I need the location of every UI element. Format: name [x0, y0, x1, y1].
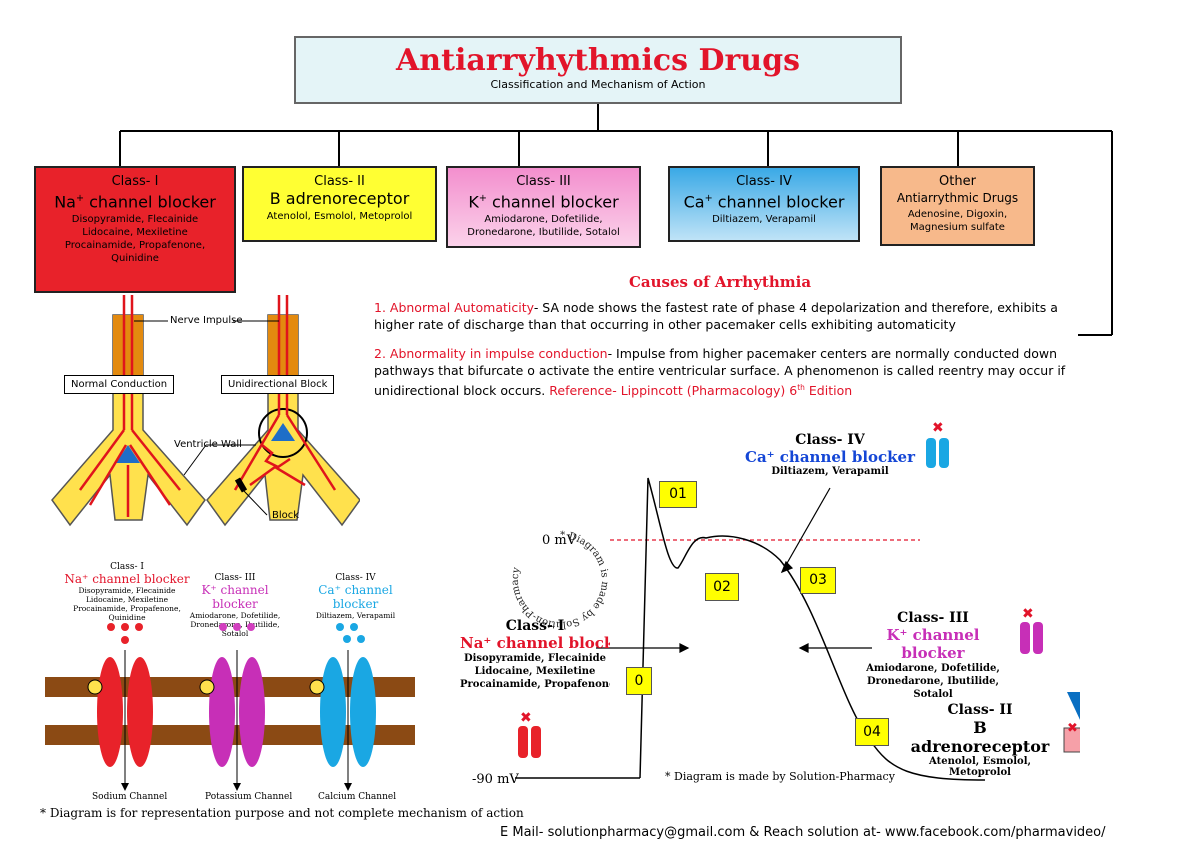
class-2-drugs: Atenolol, Esmolol, Metoprolol: [266, 211, 413, 222]
cause-2-reference: Reference- Lippincott (Pharmacology) 6th…: [549, 383, 853, 399]
channel-class4-label: Class- IV Ca⁺ channel blocker Diltiazem,…: [315, 573, 396, 620]
ventricle-wall-label: Ventricle Wall: [174, 439, 242, 450]
cause-2-text: - Impulse from higher pacemaker centers …: [374, 346, 1066, 399]
svg-text:✖: ✖: [520, 710, 532, 726]
class-other-drugs: Adenosine, Digoxin,Magnesium sulfate: [907, 209, 1008, 233]
class-3-drugs: Amiodarone, Dofetilide,Dronedarone, Ibut…: [467, 214, 620, 239]
channel-class1-label: Class- I Na⁺ channel blocker Disopyramid…: [64, 562, 190, 622]
potassium-channel-label: Potassium Channel: [205, 792, 293, 802]
conduction-diagram: [51, 295, 360, 527]
ion-channel-diagram: [45, 623, 415, 791]
zero-mv-label: 0 mV: [542, 533, 577, 548]
class-4-box: Class- IV Ca+ channel blocker Diltiazem,…: [668, 166, 860, 242]
class-2-name: B adrenoreceptor: [269, 189, 410, 208]
phase-02-box: 02: [705, 573, 739, 601]
cause-2: 2. Abnormality in impulse conduction- Im…: [374, 345, 1074, 399]
calcium-channel-label: Calcium Channel: [318, 792, 397, 802]
potassium-channel-shape: [199, 623, 265, 791]
page-subtitle: Classification and Mechanism of Action: [490, 78, 706, 91]
action-potential-diagram: * Diagram is made by Solution-Pharmacy ✖…: [510, 420, 1080, 781]
class-4-drugs: Diltiazem, Verapamil: [712, 214, 816, 226]
na-channel-icon: ✖: [518, 710, 541, 758]
ap-class1-label: Class- I Na⁺ channel blocker Disopyramid…: [460, 618, 610, 690]
class-3-box: Class- III K+ channel blocker Amiodarone…: [446, 166, 641, 248]
class-3-head: Class- III: [516, 174, 571, 189]
sodium-channel-shape: [87, 623, 153, 791]
class-other-box: Other Antiarrythmic Drugs Adenosine, Dig…: [880, 166, 1035, 246]
phase-0-box: 0: [626, 667, 652, 695]
cause-1-label: 1. Abnormal Automaticity: [374, 300, 534, 315]
phase-01-box: 01: [659, 481, 697, 508]
nerve-impulse-label: Nerve Impulse: [170, 315, 243, 326]
unidirectional-block-label: Unidirectional Block: [221, 375, 335, 394]
class-2-head: Class- II: [314, 174, 365, 189]
class-2-box: Class- II B adrenoreceptor Atenolol, Esm…: [242, 166, 437, 242]
svg-text:✖: ✖: [1067, 721, 1078, 736]
block-label: Block: [272, 510, 300, 521]
ap-class2-label: Class- II B adrenoreceptor Atenolol, Esm…: [910, 702, 1050, 778]
cause-2-label: 2. Abnormality in impulse conduction: [374, 346, 608, 361]
normal-conduction-label: Normal Conduction: [64, 375, 175, 394]
ap-class3-label: Class- III K⁺ channel blocker Amiodarone…: [866, 610, 1000, 700]
minus-90-label: -90 mV: [472, 772, 519, 787]
k-channel-icon: ✖: [1020, 606, 1043, 654]
svg-text:✖: ✖: [932, 420, 944, 436]
class-4-name: Ca+ channel blocker: [683, 192, 845, 212]
ap-class4-label: Class- IV Ca⁺ channel blocker Diltiazem,…: [745, 432, 915, 477]
class-4-head: Class- IV: [736, 174, 792, 189]
class-1-box: Class- I Na+ channel blocker Disopyramid…: [34, 166, 236, 293]
footer-contact: E Mail- solutionpharmacy@gmail.com & Rea…: [500, 825, 1106, 840]
page-title: Antiarryhythmics Drugs: [396, 43, 800, 78]
cause-1-text: - SA node shows the fastest rate of phas…: [374, 300, 1058, 332]
cause-1: 1. Abnormal Automaticity- SA node shows …: [374, 299, 1074, 333]
unidirectional-block-shape: [206, 295, 360, 527]
class-3-name: K+ channel blocker: [468, 192, 619, 212]
sodium-channel-label: Sodium Channel: [92, 792, 168, 802]
calcium-channel-shape: [309, 623, 376, 791]
svg-text:✖: ✖: [1022, 606, 1034, 622]
class-other-head: Other: [939, 174, 976, 189]
phase-03-box: 03: [800, 567, 836, 594]
phase-04-box: 04: [855, 718, 889, 746]
channel-diagram-note: * Diagram is for representation purpose …: [40, 806, 524, 820]
class-1-name: Na+ channel blocker: [54, 192, 216, 212]
ca-channel-icon: ✖: [926, 420, 949, 468]
normal-conduction-shape: [51, 295, 206, 527]
made-by-note: * Diagram is made by Solution-Pharmacy: [665, 770, 895, 783]
causes-title: Causes of Arrhythmia: [628, 273, 812, 291]
class-other-name: Antiarrythmic Drugs: [896, 191, 1019, 205]
title-box: Antiarryhythmics Drugs Classification an…: [294, 36, 902, 104]
beta-receptor-icon: ✖: [1063, 692, 1080, 753]
class-1-head: Class- I: [111, 174, 159, 189]
